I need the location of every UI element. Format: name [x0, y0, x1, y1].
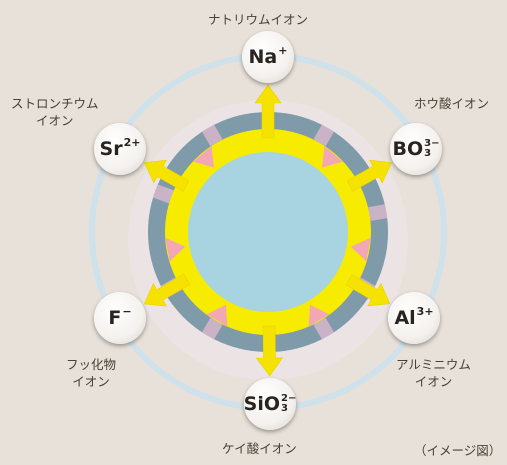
- label-f: フッ化物 イオン: [66, 357, 117, 389]
- ion-f: F−: [94, 292, 146, 344]
- ring-stripe-4: [313, 317, 335, 340]
- arrow-bo3: [346, 159, 393, 192]
- image-note: （イメージ図）: [414, 443, 502, 458]
- ring-triangle-2: [350, 237, 371, 262]
- ion-bo3: BO 3−3: [390, 123, 442, 175]
- label-na: ナトリウムイオン: [208, 12, 309, 27]
- arrow-f: [143, 273, 191, 307]
- arrow-sio3: [255, 325, 284, 377]
- ring-stripe-0: [201, 124, 223, 147]
- ring-triangle-3: [308, 304, 330, 327]
- arrow-sr: [143, 159, 190, 192]
- label-sio3: ケイ酸イオン: [222, 441, 297, 456]
- ring-triangle-5: [165, 237, 186, 262]
- label-bo3: ホウ酸イオン: [414, 96, 490, 111]
- ring-triangle-1: [321, 146, 343, 168]
- ring-stripe-5: [201, 317, 223, 340]
- ring-triangle-4: [206, 304, 228, 327]
- ring-triangle-0: [193, 146, 215, 168]
- core-sphere: [188, 152, 348, 312]
- ring-stripe-1: [313, 124, 335, 147]
- ion-na: Na+: [242, 31, 294, 83]
- label-sr: ストロンチウム イオン: [11, 96, 99, 128]
- label-al: アルミニウム イオン: [396, 357, 471, 389]
- ring-stripe-2: [368, 204, 388, 222]
- ring-stripe-7: [152, 184, 174, 204]
- arrow-al: [345, 274, 391, 307]
- ion-sio3: SiO 2−3: [244, 378, 296, 430]
- arrow-na: [254, 84, 282, 139]
